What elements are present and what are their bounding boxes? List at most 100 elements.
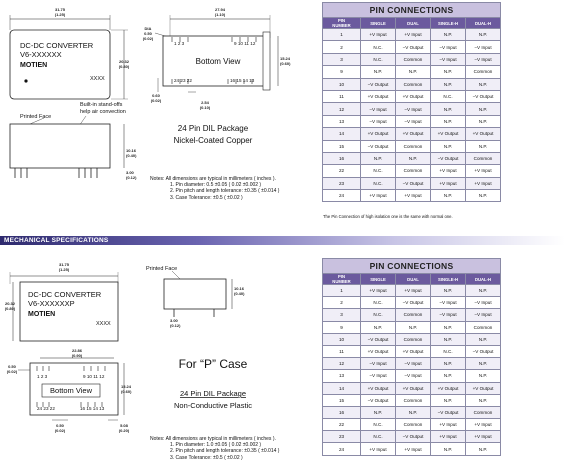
- pin-number-cell: 1: [322, 283, 361, 298]
- pin-number-cell: 3: [322, 308, 361, 322]
- top-width-dim: 31.75: [55, 7, 66, 12]
- pin-table-header-cell: DUAL: [395, 17, 431, 29]
- pin-function-cell: N.P.: [430, 139, 466, 153]
- bot-printed-face-label: Printed Face: [146, 266, 177, 272]
- pin-function-cell: N.P.: [465, 102, 501, 116]
- top-pin-dia-in: (0.02): [143, 36, 154, 41]
- pin-function-cell: +V Input: [395, 27, 431, 42]
- pin-function-cell: N.P.: [430, 102, 466, 116]
- bot-bottom-view-label: Bottom View: [50, 386, 93, 395]
- pin-function-cell: N.C.: [360, 176, 396, 191]
- pin-function-cell: −V Output: [395, 40, 431, 54]
- top-pitch: 2.54: [201, 100, 210, 105]
- top-pin1-dot: [24, 79, 28, 83]
- pin-function-cell: N.C.: [360, 430, 396, 444]
- pin-function-cell: N.C.: [360, 52, 396, 67]
- pin-function-cell: −V Input: [360, 114, 396, 129]
- pin-number-cell: 15: [322, 393, 361, 407]
- pin-number-cell: 23: [322, 176, 361, 191]
- bot-module-line2: V6-XXXXXXP: [28, 299, 75, 308]
- top-pin-dia-mm: 0.50: [144, 31, 153, 36]
- bot-module-code: XXXX: [96, 321, 111, 327]
- pin-number-cell: 2: [322, 40, 361, 54]
- bot-side-view-h-in: (0.40): [234, 291, 245, 296]
- pin-function-cell: −V Output: [360, 332, 396, 346]
- top-bv-width-dim-in: (1.10): [215, 12, 226, 17]
- pin-function-cell: Common: [465, 320, 501, 334]
- pin-function-cell: N.P.: [465, 139, 501, 153]
- pin-function-cell: Common: [465, 151, 501, 166]
- pin-function-cell: +V Input: [430, 164, 466, 178]
- pin-table-header-cell: SINGLE-H: [430, 17, 466, 29]
- top-module-code: XXXX: [90, 76, 105, 82]
- bot-lead-in: (0.12): [170, 323, 181, 328]
- section-title: MECHANICAL SPECIFICATIONS: [4, 237, 109, 244]
- pin-function-cell: N.P.: [395, 320, 431, 334]
- pin-function-cell: −V Input: [395, 357, 431, 371]
- pin-function-cell: +V Output: [395, 344, 431, 359]
- top-pins-bl: 24 23 22: [174, 78, 192, 83]
- pin-function-cell: −V Output: [395, 176, 431, 191]
- bot-package-line2: Non-Conductive Plastic: [174, 401, 252, 410]
- pin-function-cell: +V Output: [360, 381, 396, 395]
- pin-function-cell: N.P.: [465, 332, 501, 346]
- pin-function-cell: Common: [395, 308, 431, 322]
- bot-bot-gap: 0.50: [56, 423, 65, 428]
- pin-number-cell: 12: [322, 357, 361, 371]
- pin-table-header-cell: SINGLE-H: [430, 273, 466, 285]
- top-notes: Notes: All dimensions are typical in mil…: [150, 176, 310, 201]
- pin-function-cell: N.P.: [465, 27, 501, 42]
- top-lead-in: (0.12): [126, 175, 137, 180]
- top-height-dim-in: (0.80): [119, 64, 130, 69]
- bot-notes-heading: Notes: All dimensions are typical in mil…: [150, 436, 276, 442]
- pin-function-cell: −V Input: [430, 52, 466, 67]
- pin-table-top-title: PIN CONNECTIONS: [322, 2, 501, 18]
- top-pins-tl: 1 2 3: [174, 41, 185, 46]
- bot-width-dim: 31.75: [59, 262, 70, 267]
- pin-function-cell: +V Output: [360, 344, 396, 359]
- bot-side-h: 15.24: [121, 384, 132, 389]
- pin-function-cell: −V Input: [465, 40, 501, 54]
- pin-function-cell: −V Input: [360, 357, 396, 371]
- pin-number-cell: 11: [322, 89, 361, 104]
- pin-function-cell: −V Input: [430, 296, 466, 310]
- bot-bottom-view-body: [29, 362, 119, 416]
- pin-function-cell: N.C.: [360, 308, 396, 322]
- top-notes-n1: 1. Pin diameter: 0.5 ±0.05 ( 0.02 ±0.002…: [170, 182, 262, 189]
- pin-function-cell: N.P.: [465, 77, 501, 91]
- pin-function-cell: N.P.: [395, 151, 431, 166]
- pin-number-cell: 10: [322, 77, 361, 91]
- pin-function-cell: +V Input: [465, 176, 501, 191]
- pin-number-cell: 22: [322, 418, 361, 432]
- pin-function-cell: −V Input: [360, 369, 396, 383]
- bot-pins-bl: 24 23 22: [37, 406, 55, 411]
- pin-function-cell: +V Input: [395, 189, 431, 203]
- top-side-view-h: 10.16: [126, 148, 137, 153]
- pin-function-cell: −V Output: [465, 344, 501, 359]
- pin-number-cell: 13: [322, 369, 361, 383]
- top-standoff-callout-1: Built-in stand-offs: [80, 102, 123, 108]
- pin-function-cell: +V Output: [395, 127, 431, 141]
- top-pins-tr: 9 10 11 12: [234, 41, 256, 46]
- bot-bv-width-dim-in: (0.90): [72, 353, 83, 358]
- bot-module-outline: [19, 281, 119, 342]
- pin-function-cell: N.P.: [465, 442, 501, 456]
- top-side-h-dim-in: (0.60): [280, 61, 291, 66]
- pin-function-cell: −V Input: [395, 114, 431, 129]
